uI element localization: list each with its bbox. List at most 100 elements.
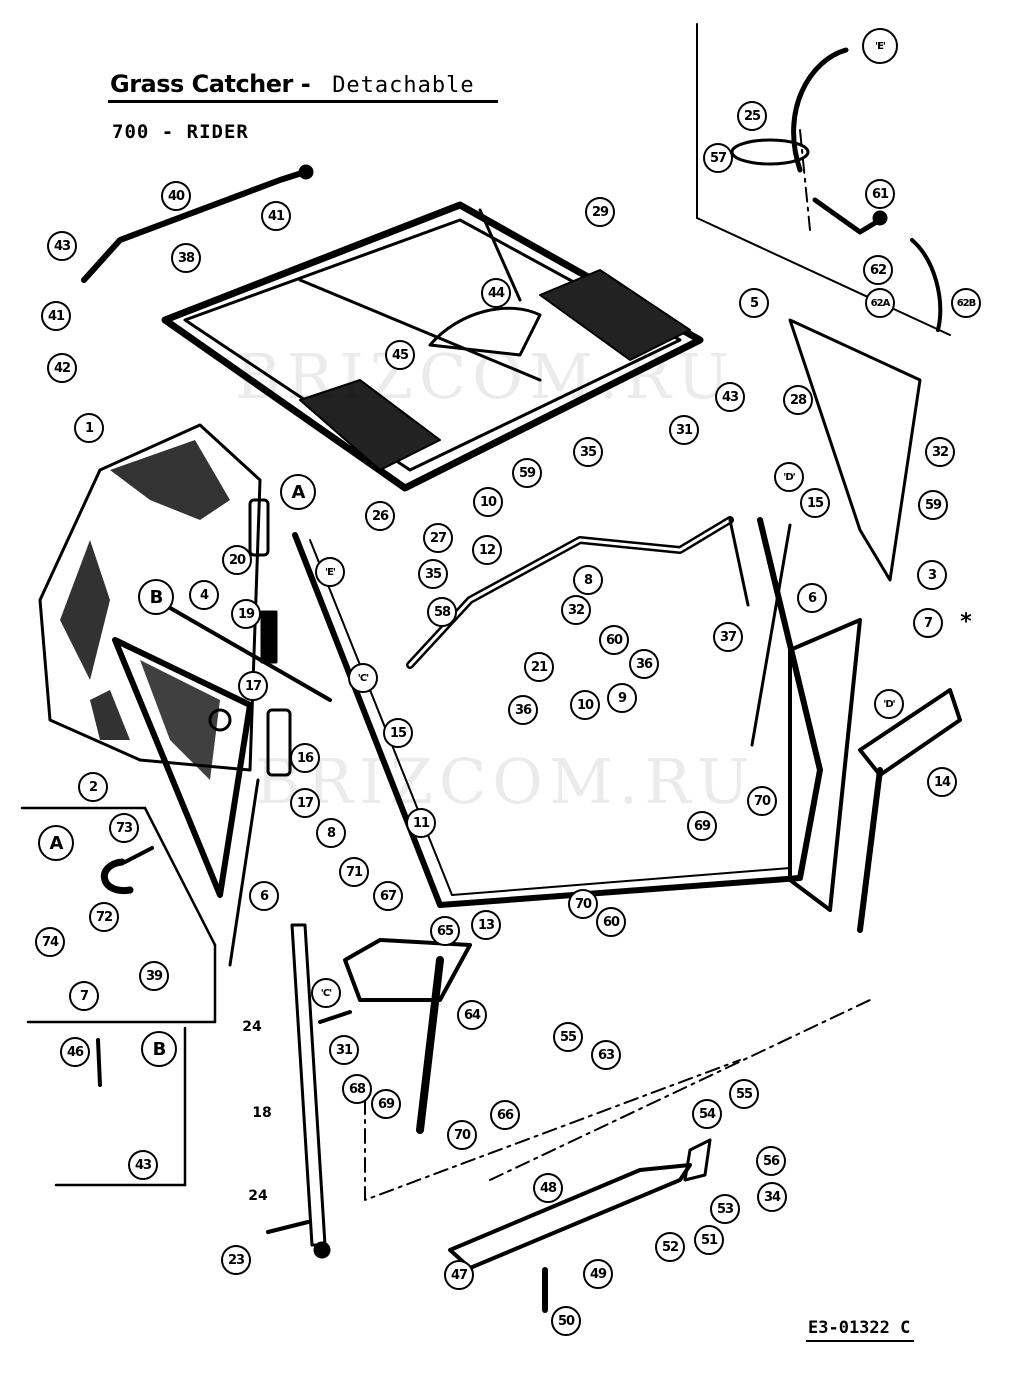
part-callout: 46 (60, 1037, 90, 1067)
part-callout: 42 (47, 353, 77, 383)
part-callout: 4 (189, 580, 219, 610)
pin-24b (266, 1220, 310, 1234)
part-callout: B (138, 579, 174, 615)
part-callout: 64 (457, 1000, 487, 1030)
part-callout: 26 (365, 501, 395, 531)
part-callout: 2 (78, 772, 108, 802)
part-callout: 14 (927, 767, 957, 797)
cable-25 (791, 47, 849, 173)
part-callout: 23 (221, 1245, 251, 1275)
part-label: 24 (242, 1019, 262, 1035)
part-callout: 31 (329, 1035, 359, 1065)
part-callout: 'C' (311, 978, 341, 1008)
part-callout: 51 (694, 1225, 724, 1255)
bracket-54 (683, 1138, 712, 1182)
part-callout: 41 (261, 201, 291, 231)
part-callout: 60 (599, 625, 629, 655)
part-callout: 34 (757, 1182, 787, 1212)
part-callout: 66 (490, 1100, 520, 1130)
panel-mesh (140, 660, 220, 780)
part-callout: 1 (74, 413, 104, 443)
part-callout: 5 (739, 288, 769, 318)
part-callout: 57 (703, 143, 733, 173)
part-callout: 12 (472, 535, 502, 565)
part-callout: 8 (316, 818, 346, 848)
title-underline (108, 100, 498, 103)
inset-e-border (696, 23, 951, 336)
hook-72 (101, 858, 134, 895)
part-callout: 55 (553, 1022, 583, 1052)
part-callout: 40 (161, 181, 191, 211)
part-callout: 47 (444, 1260, 474, 1290)
bracket-14 (858, 688, 962, 777)
bracket-62a (910, 238, 943, 332)
rod-6-right (750, 523, 792, 747)
part-callout: 70 (447, 1120, 477, 1150)
part-callout: A (280, 474, 316, 510)
part-callout: 32 (561, 595, 591, 625)
part-callout: 49 (583, 1259, 613, 1289)
part-callout: 67 (373, 881, 403, 911)
part-callout: 59 (918, 490, 948, 520)
panel-hole (208, 708, 232, 732)
part-callout: 44 (481, 278, 511, 308)
panel-3 (788, 318, 922, 582)
side-panel-2 (112, 637, 253, 898)
part-callout: 7 (69, 981, 99, 1011)
part-callout: 'D' (874, 689, 904, 719)
part-callout: 16 (290, 743, 320, 773)
chute-frame (788, 618, 862, 912)
part-callout: 'D' (774, 462, 804, 492)
part-callout: 6 (797, 583, 827, 613)
part-callout: 55 (729, 1079, 759, 1109)
part-callout: 68 (342, 1074, 372, 1104)
part-callout: 70 (747, 786, 777, 816)
post-13 (416, 956, 444, 1134)
part-callout: 54 (692, 1099, 722, 1129)
part-callout: 29 (585, 197, 615, 227)
part-callout: 35 (418, 559, 448, 589)
part-callout: 59 (512, 458, 542, 488)
part-callout: 70 (568, 889, 598, 919)
bolt-73 (123, 846, 154, 864)
part-callout: 28 (783, 385, 813, 415)
dash-lines (364, 129, 871, 1201)
lever-12 (406, 516, 734, 669)
part-callout: 20 (222, 545, 252, 575)
part-callout: 15 (383, 718, 413, 748)
part-callout: 25 (737, 101, 767, 131)
part-callout: 62B (951, 288, 981, 318)
part-callout: 13 (471, 910, 501, 940)
inset-a-b-border (20, 806, 217, 1187)
grille-45 (299, 269, 691, 471)
part-callout: 17 (238, 671, 268, 701)
rod-4 (163, 603, 332, 702)
part-callout: 72 (89, 902, 119, 932)
part-callout: 39 (139, 961, 169, 991)
part-callout: 43 (47, 231, 77, 261)
part-callout: 17 (290, 788, 320, 818)
part-callout: 69 (371, 1089, 401, 1119)
part-callout: 71 (339, 857, 369, 887)
part-callout: 32 (925, 437, 955, 467)
part-callout: 60 (596, 907, 626, 937)
part-callout: 52 (655, 1232, 685, 1262)
top-frame-strut-2 (478, 208, 522, 302)
rod-18 (290, 923, 327, 1247)
part-callout: 65 (430, 916, 460, 946)
title-variant: Detachable (332, 73, 475, 98)
part-callout: 31 (669, 415, 699, 445)
part-callout: 38 (171, 243, 201, 273)
part-callout: 69 (687, 811, 717, 841)
bolt-46 (96, 1038, 102, 1087)
part-callout: 8 (573, 565, 603, 595)
part-callout: 15 (800, 488, 830, 518)
part-callout: 7 (913, 608, 943, 638)
part-callout: 11 (406, 808, 436, 838)
rod-6-left (228, 778, 260, 967)
part-callout: 45 (385, 340, 415, 370)
lever-47 (448, 1163, 692, 1270)
part-callout: 63 (591, 1040, 621, 1070)
part-callout: 'E' (315, 557, 345, 587)
top-frame-strut (298, 278, 542, 382)
